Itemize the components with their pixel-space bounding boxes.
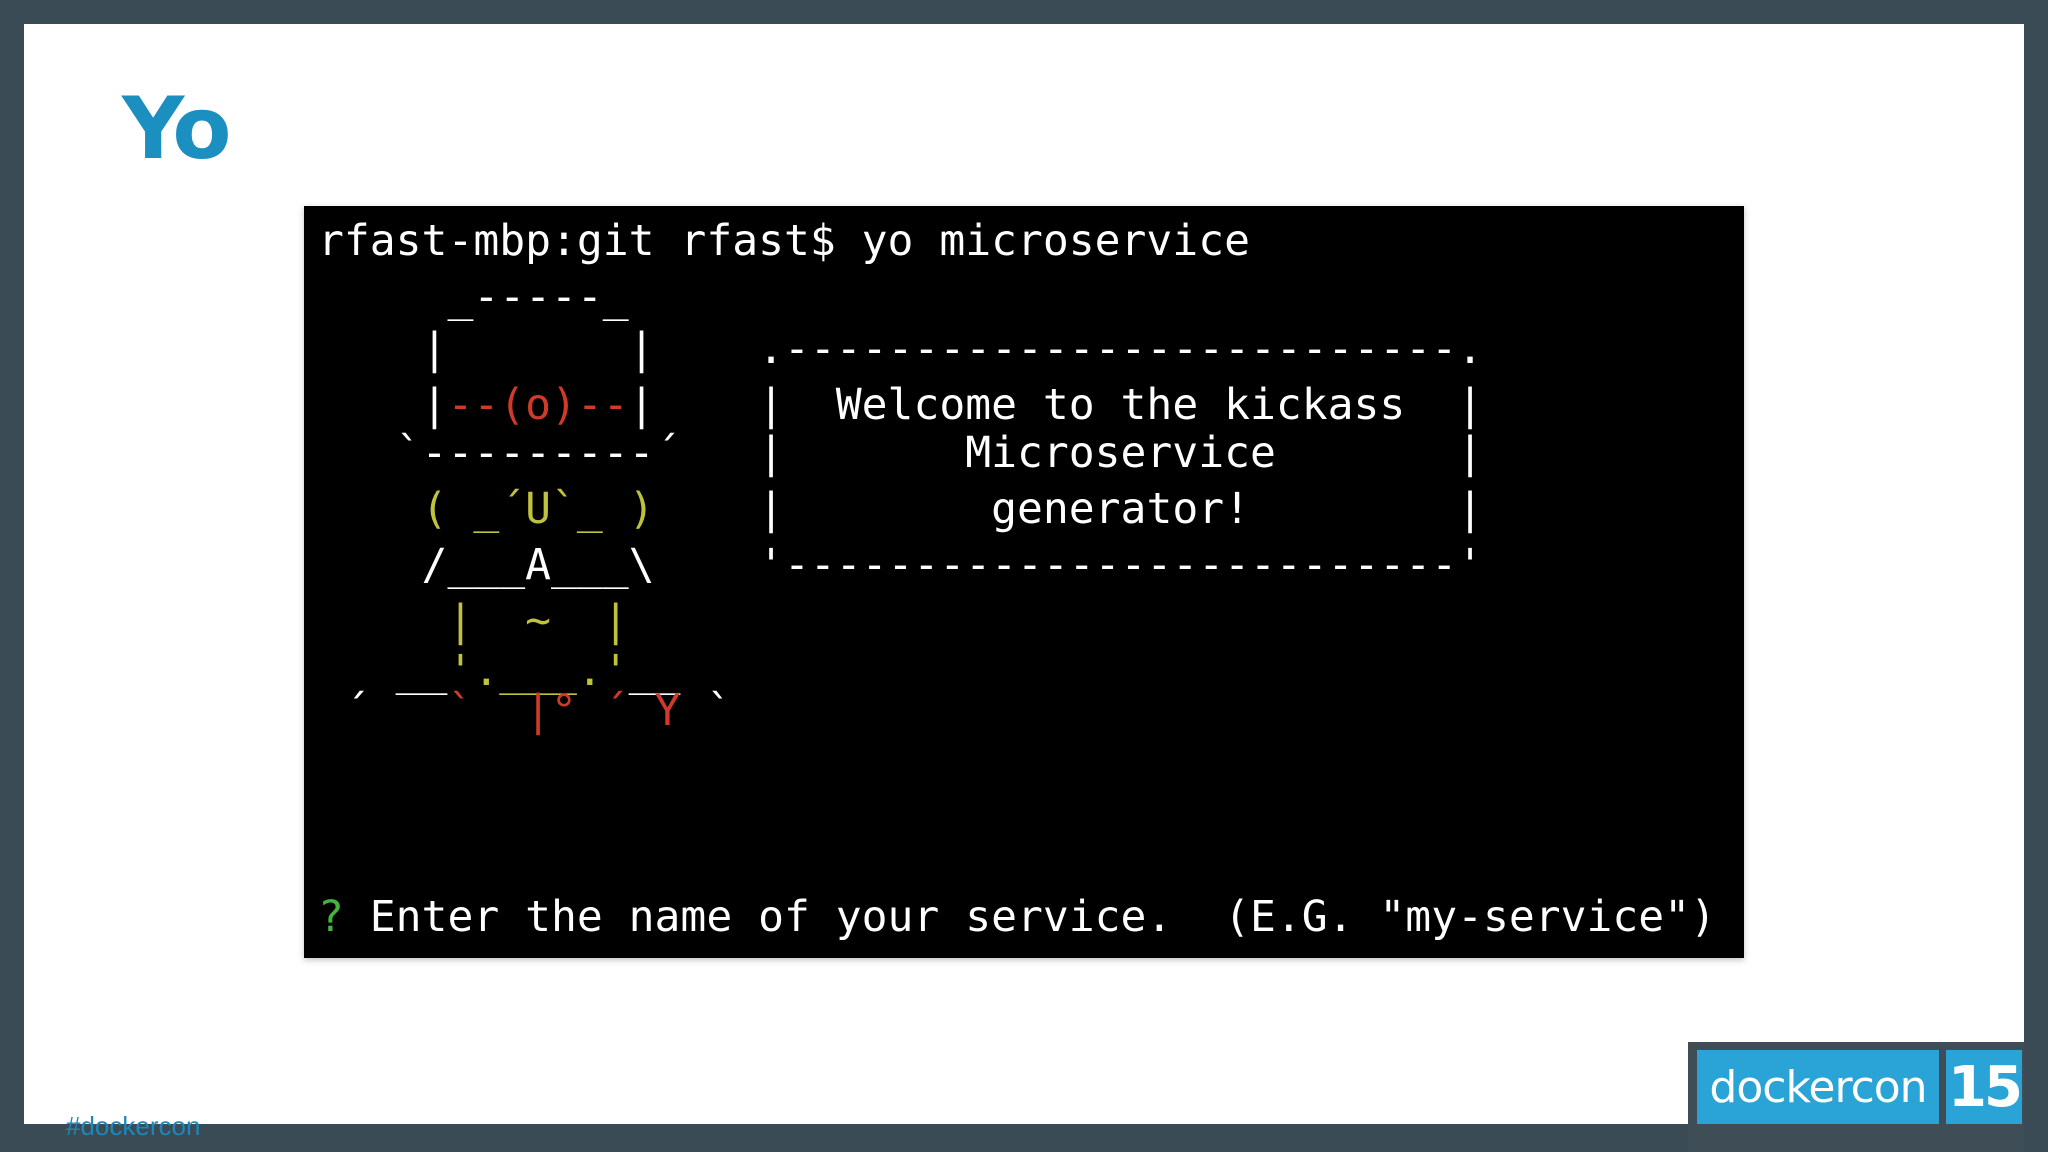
- prompt-text: Enter the name of your service. (E.G. "m…: [343, 892, 1716, 942]
- ascii-art-line-5: ( _´U`_ ) | generator! |: [421, 484, 1483, 534]
- ascii-art-line-1: _-----_: [318, 272, 629, 322]
- hashtag-label: #dockercon: [66, 1111, 201, 1141]
- ascii-art-line-8: __'.___.'__: [318, 646, 681, 696]
- yeoman-face: ( _´U`_ ): [421, 484, 655, 534]
- ascii-art-line-4: `---------´ | Microservice |: [318, 428, 1483, 478]
- prompt-line[interactable]: ? Enter the name of your service. (E.G. …: [318, 896, 1716, 939]
- prompt-question-mark: ?: [318, 892, 344, 942]
- dockercon-year: 15: [1946, 1050, 2023, 1124]
- slide-title: Yo: [122, 79, 231, 179]
- command-line: rfast-mbp:git rfast$ yo microservice: [318, 216, 1250, 266]
- ascii-art-line-6: /___A___\ '--------------------------': [318, 540, 1483, 590]
- terminal-window[interactable]: rfast-mbp:git rfast$ yo microservice _--…: [304, 206, 1744, 958]
- ascii-art-line-9: ´ ` |° ´ Y `: [318, 686, 733, 736]
- ascii-art-line-3: |--(o)--| | Welcome to the kickass |: [318, 380, 1483, 430]
- yeoman-goggles: --(o)--: [447, 380, 629, 430]
- ascii-art-line-2: | | .--------------------------.: [318, 324, 1483, 374]
- ascii-art-line-7: | ~ |: [318, 596, 629, 646]
- dockercon-logo: dockercon: [1697, 1050, 1939, 1124]
